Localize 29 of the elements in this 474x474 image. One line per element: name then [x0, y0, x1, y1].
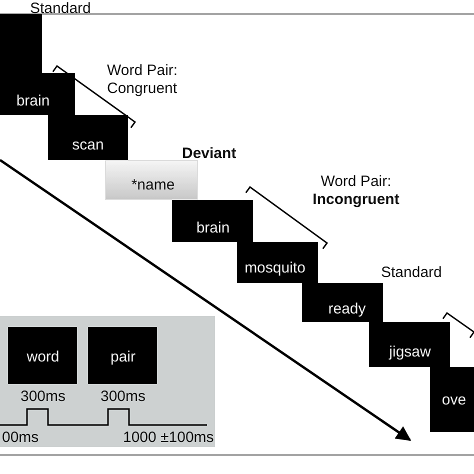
stimulus-box	[302, 283, 383, 322]
timing-label: 00ms	[2, 429, 39, 447]
condition-label: Word Pair: Incongruent	[312, 173, 400, 209]
stimulus-word: *name	[131, 178, 175, 192]
stimulus-word: jigsaw	[389, 344, 431, 360]
condition-label: Standard	[381, 264, 442, 282]
stimulus-box	[172, 200, 253, 242]
stimulus-word: scan	[72, 138, 104, 152]
stimulus-box	[430, 367, 474, 432]
stimulus-word: ove	[442, 392, 466, 408]
stimulus-word: brain	[16, 94, 50, 108]
stimulus-word: brain	[196, 220, 230, 236]
duration-label: 300ms	[20, 389, 66, 404]
stimulus-box	[48, 115, 128, 160]
condition-label: Standard	[30, 0, 91, 18]
condition-label: Word Pair: Congruent	[107, 62, 179, 98]
stimulus-word: mosquito	[244, 260, 306, 276]
timing-label: 1000 ±100ms	[123, 429, 214, 447]
stimulus-box	[237, 242, 318, 283]
stimulus-box	[0, 73, 75, 115]
stimulus-word: ready	[328, 302, 366, 316]
stimulus-word: pair	[110, 350, 136, 364]
stimulus-word: word	[26, 350, 60, 364]
condition-label: Deviant	[182, 145, 236, 163]
stimulus-box	[369, 322, 450, 367]
deviant-stimulus-box	[105, 160, 198, 200]
stimulus-box	[0, 14, 42, 74]
inset-panel	[0, 316, 215, 447]
duration-label: 300ms	[100, 389, 146, 404]
